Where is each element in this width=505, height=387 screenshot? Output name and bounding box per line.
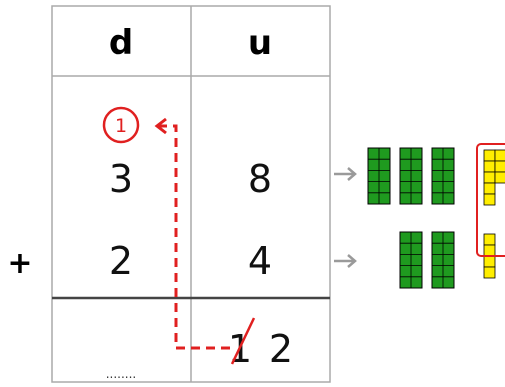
ten-rod — [399, 231, 423, 289]
ten-rod — [399, 147, 423, 205]
unit-cube — [483, 182, 496, 195]
unit-cube — [483, 171, 496, 184]
carry-arrow — [154, 117, 230, 350]
unit-cube — [494, 149, 505, 162]
cross-out-mark — [230, 317, 256, 365]
header-units: u — [248, 23, 272, 63]
ten-rod — [367, 147, 391, 205]
unit-cube — [494, 160, 505, 173]
unit-cube — [483, 266, 496, 279]
unit-cube — [494, 171, 505, 184]
unit-cube — [483, 233, 496, 246]
row1-tens-digit: 3 — [109, 157, 133, 201]
ten-rod — [431, 231, 455, 289]
unit-cube — [483, 244, 496, 257]
row1-units-digit: 8 — [248, 157, 272, 201]
header-tens: d — [109, 23, 133, 63]
table-grid — [51, 5, 331, 383]
result-tens-blank: ........ — [106, 367, 137, 381]
row2-units-digit: 4 — [248, 239, 272, 283]
result-units-digit: 2 — [269, 327, 293, 371]
ten-rod — [431, 147, 455, 205]
carry-digit: 1 — [115, 115, 127, 137]
row2-arrow-icon — [334, 254, 357, 268]
plus-operator: + — [7, 246, 32, 281]
row2-tens-digit: 2 — [109, 239, 133, 283]
unit-cube — [483, 160, 496, 173]
unit-cube — [483, 149, 496, 162]
unit-cube — [483, 193, 496, 206]
regroup-bracket — [476, 143, 505, 257]
base-ten-blocks — [367, 147, 505, 289]
carry-circle — [102, 106, 140, 144]
row1-arrow-icon — [334, 167, 357, 181]
unit-cube — [483, 255, 496, 268]
